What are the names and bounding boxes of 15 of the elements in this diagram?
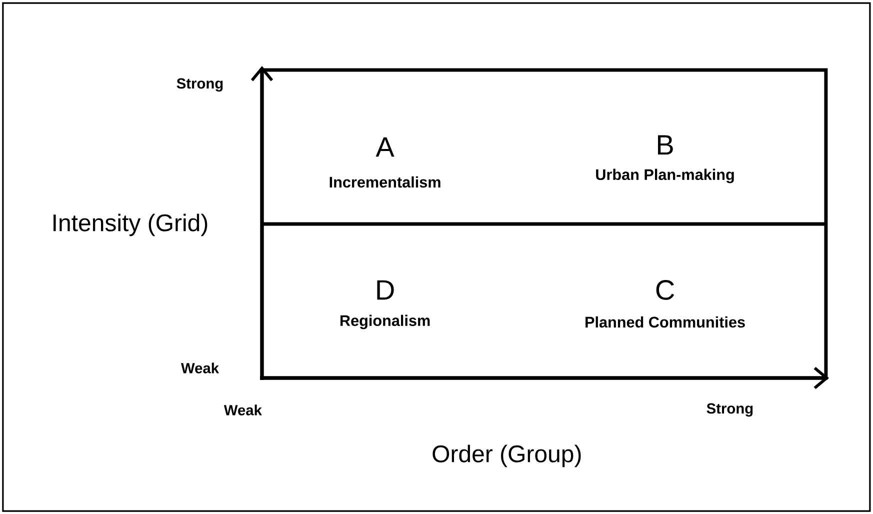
- quadrant-chart: [260, 68, 828, 380]
- axis-title: Order (Group): [432, 444, 581, 468]
- quadrant-letter: B: [658, 135, 673, 155]
- quadrant-label: Urban Plan-making: [596, 168, 734, 184]
- quadrant-letter: A: [376, 137, 394, 157]
- quadrant-label: Planned Communities: [586, 316, 745, 328]
- quadrant-letter: C: [656, 280, 674, 300]
- axis-end-label: Weak: [181, 362, 220, 374]
- axis-end-label: Strong: [176, 78, 223, 92]
- axis-end-label: Strong: [706, 403, 753, 417]
- quadrant-label: Regionalism: [340, 314, 430, 330]
- axis-end-label: Weak: [224, 404, 262, 416]
- quadrant-letter: D: [377, 280, 394, 300]
- axis-title: Intensity (Grid): [54, 214, 208, 236]
- quadrant-label: Incrementalism: [330, 176, 440, 188]
